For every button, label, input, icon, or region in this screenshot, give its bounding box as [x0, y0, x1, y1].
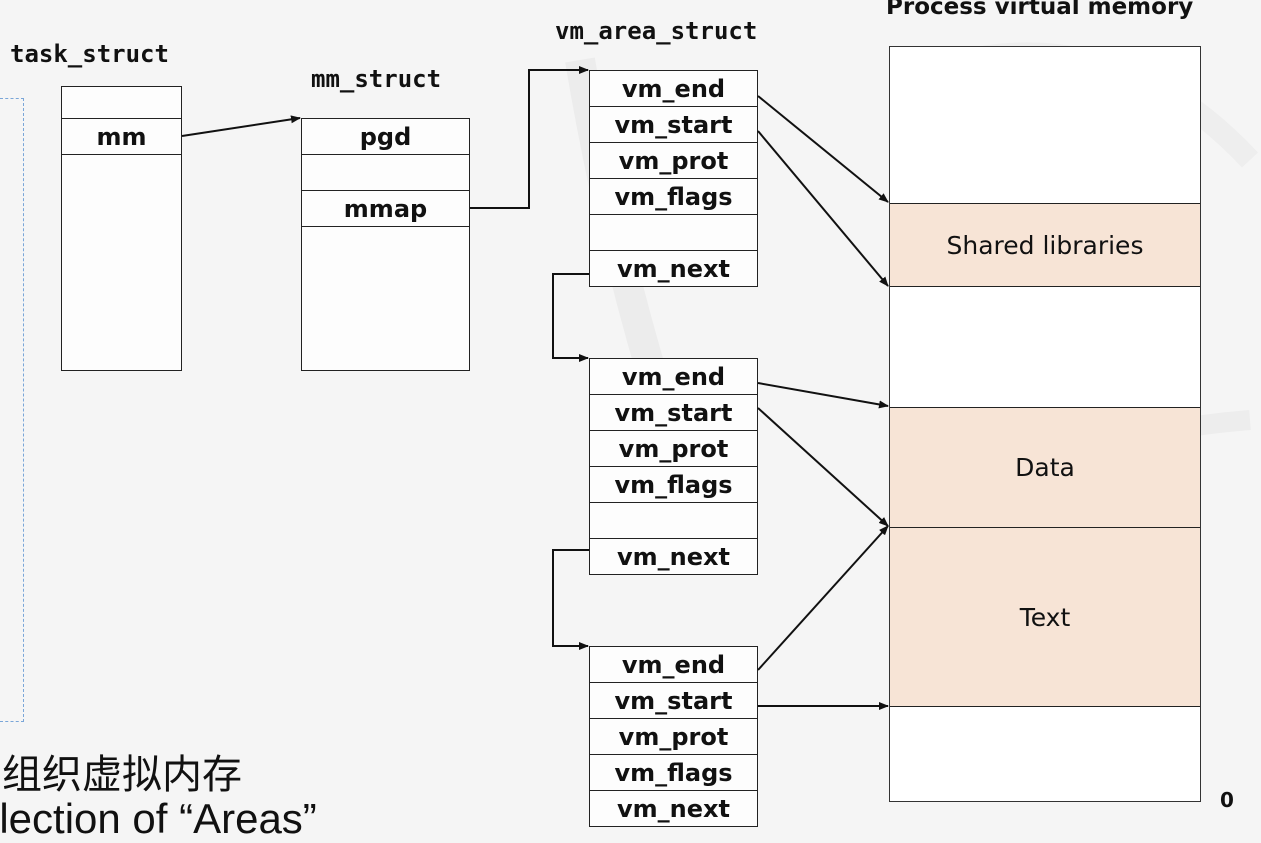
- vm-area-struct-label: vm_area_struct: [555, 17, 758, 45]
- slide-title-chinese: 组织虚拟内存: [2, 752, 242, 798]
- vm-area-field-vm-start: vm_start: [590, 683, 757, 719]
- vm-area-field-vm-flags: vm_flags: [590, 179, 757, 215]
- task-struct-box: mm: [61, 86, 182, 371]
- task-struct-field: [62, 155, 181, 370]
- vm-area-struct-2: vm_end vm_start vm_prot vm_flags vm_next: [589, 358, 758, 575]
- task-struct-field: [62, 87, 181, 119]
- vm-area-struct-3: vm_end vm_start vm_prot vm_flags vm_next: [589, 646, 758, 827]
- dashed-frame: [0, 98, 24, 722]
- vm-area-field-vm-end: vm_end: [590, 359, 757, 395]
- vm-area-field: [590, 503, 757, 539]
- task-struct-field-mm: mm: [62, 119, 181, 155]
- vm-area-field: [590, 215, 757, 251]
- process-virtual-memory-label: Process virtual memory: [886, 0, 1194, 20]
- mm-struct-field-mmap: mmap: [302, 191, 469, 227]
- task-struct-label: task_struct: [10, 40, 169, 68]
- vm-area-field-vm-end: vm_end: [590, 647, 757, 683]
- slide-title-english: llection of “Areas”: [0, 795, 317, 842]
- memory-segment-free: [890, 707, 1200, 801]
- mm-struct-field: [302, 227, 469, 370]
- vm-area-field-vm-start: vm_start: [590, 107, 757, 143]
- page-number: 0: [1220, 788, 1234, 812]
- memory-segment-free: [890, 287, 1200, 407]
- memory-segment-text: Text: [890, 527, 1200, 707]
- vm-area-field-vm-flags: vm_flags: [590, 755, 757, 791]
- vm-area-field-vm-next: vm_next: [617, 542, 730, 571]
- vm-area-field-vm-next: vm_next: [617, 794, 730, 823]
- vm-area-field-vm-prot: vm_prot: [590, 431, 757, 467]
- vm-area-field-vm-prot: vm_prot: [590, 143, 757, 179]
- vm-area-field-vm-flags: vm_flags: [590, 467, 757, 503]
- vm-area-struct-1: vm_end vm_start vm_prot vm_flags vm_next: [589, 70, 758, 287]
- mm-struct-field: [302, 155, 469, 191]
- mm-struct-box: pgd mmap: [301, 118, 470, 371]
- memory-segment-free: [890, 47, 1200, 203]
- vm-area-field-vm-next: vm_next: [617, 254, 730, 283]
- mm-struct-field-pgd: pgd: [302, 119, 469, 155]
- memory-segment-shared-libraries: Shared libraries: [890, 203, 1200, 287]
- process-virtual-memory: Shared libraries Data Text: [889, 46, 1201, 802]
- vm-area-field-vm-end: vm_end: [590, 71, 757, 107]
- vm-area-field-vm-start: vm_start: [590, 395, 757, 431]
- memory-segment-data: Data: [890, 407, 1200, 527]
- vm-area-field-vm-prot: vm_prot: [590, 719, 757, 755]
- mm-struct-label: mm_struct: [311, 65, 442, 93]
